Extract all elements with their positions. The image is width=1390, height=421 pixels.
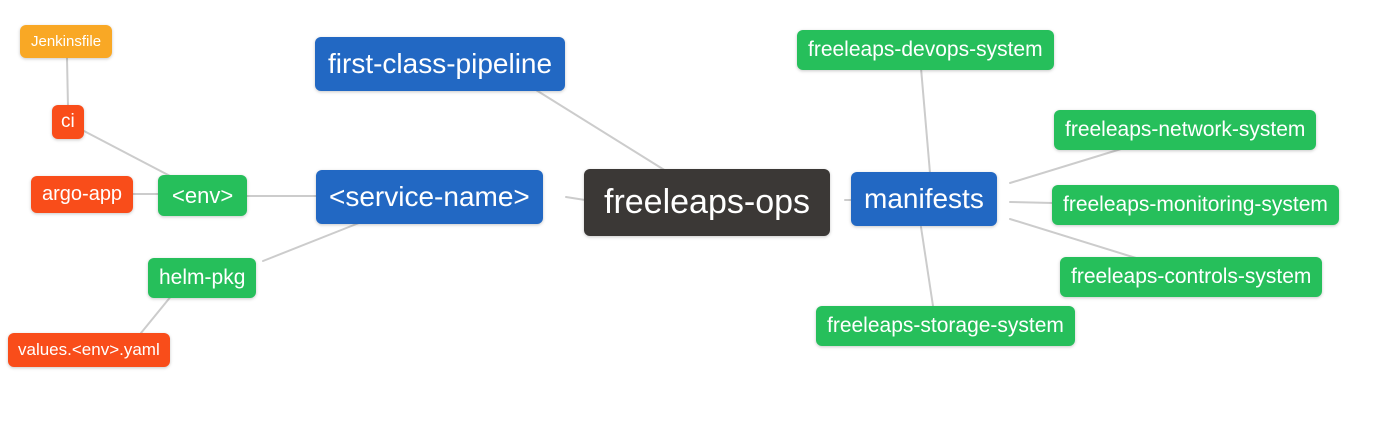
node-helm-pkg[interactable]: helm-pkg [148,258,257,299]
edge-values-env-yaml-to-helm-pkg [140,294,173,334]
edge-jenkinsfile-to-ci [66,57,69,108]
edge-manifests-to-freeleaps-monitoring-system [1009,201,1054,204]
edge-manifests-to-freeleaps-controls-system [1009,218,1137,259]
node-freeleaps-ops[interactable]: freeleaps-ops [584,169,831,237]
node-first-class-pipeline[interactable]: first-class-pipeline [315,37,566,92]
node-argo-app[interactable]: argo-app [31,176,134,213]
node-values-env-yaml[interactable]: values.<env>.yaml [8,333,170,367]
node-freeleaps-storage-system[interactable]: freeleaps-storage-system [816,306,1075,347]
edge-helm-pkg-to-service-name [262,220,365,262]
node-freeleaps-controls-system[interactable]: freeleaps-controls-system [1060,257,1323,298]
node-freeleaps-monitoring-system[interactable]: freeleaps-monitoring-system [1052,185,1339,226]
edge-manifests-to-freeleaps-storage-system [920,226,934,307]
edge-manifests-to-freeleaps-devops-system [920,67,931,174]
node-jenkinsfile[interactable]: Jenkinsfile [20,25,113,59]
node-env[interactable]: <env> [158,175,248,217]
edge-service-name-to-freeleaps-ops [565,196,586,201]
node-ci[interactable]: ci [52,105,84,139]
edge-manifests-to-freeleaps-network-system [1009,148,1122,184]
node-freeleaps-devops-system[interactable]: freeleaps-devops-system [797,30,1054,71]
node-manifests[interactable]: manifests [851,172,997,227]
edge-first-class-pipeline-to-freeleaps-ops [535,89,667,172]
node-service-name[interactable]: <service-name> [316,170,543,225]
edge-ci-to-env [83,130,173,178]
node-freeleaps-network-system[interactable]: freeleaps-network-system [1054,110,1317,151]
